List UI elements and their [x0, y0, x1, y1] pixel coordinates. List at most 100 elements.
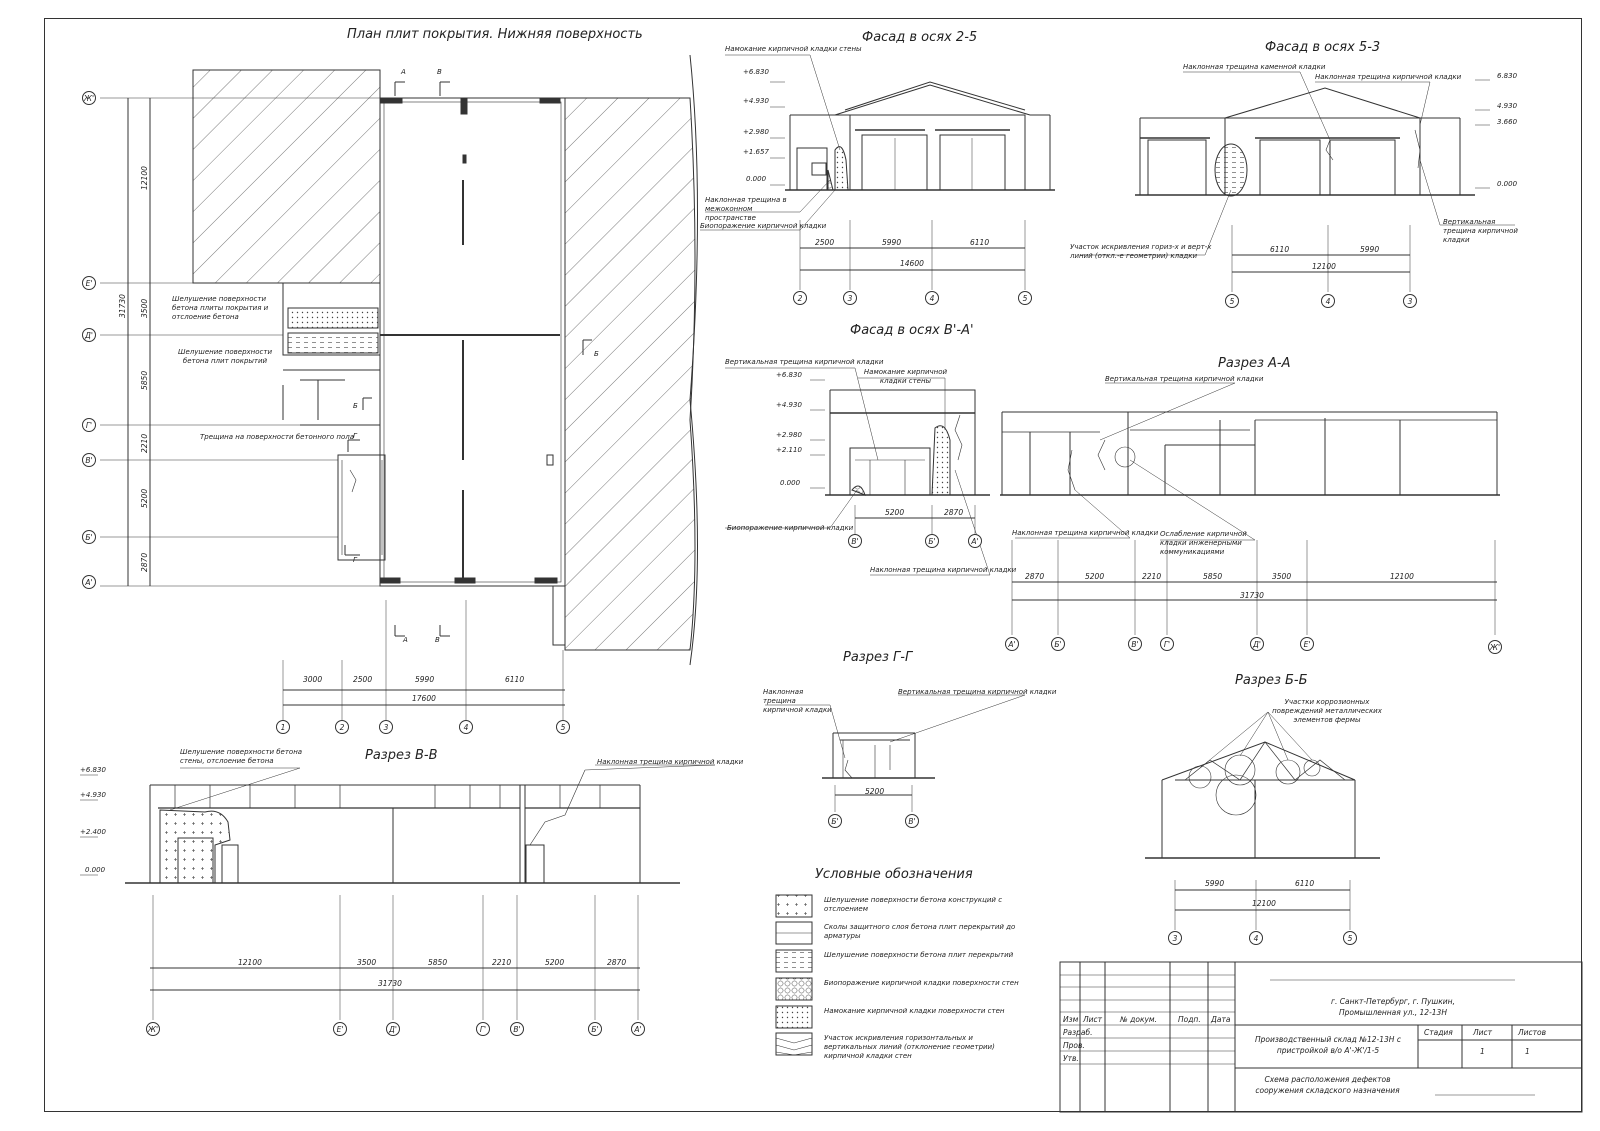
stamp-object: Производственный склад №12-13Н с пристро… — [1255, 1035, 1401, 1055]
plan-dim-col-3: 5990 — [415, 675, 435, 684]
vv-axis-zh: Ж' — [146, 1022, 160, 1036]
stamp-sheet-title: Схема расположения дефектов сооружения с… — [1255, 1075, 1400, 1095]
stamp-header-doc: № докум. — [1120, 1015, 1157, 1024]
f53-dim-1: 6110 — [1270, 245, 1290, 254]
stamp-address: г. Санкт-Петербург, г. Пушкин, Промышлен… — [1331, 997, 1455, 1017]
section-v-v-title: Разрез В-В — [365, 748, 438, 763]
stamp-header-date: Дата — [1211, 1015, 1231, 1024]
bb-dim-1: 5990 — [1205, 879, 1225, 888]
fva-axis-a: А' — [968, 534, 982, 548]
plan-label-crack-floor: Трещина на поверхности бетонного пола — [200, 433, 355, 441]
vv-level-1: +6.830 — [80, 766, 106, 774]
plan-dim-col-1: 3000 — [303, 675, 323, 684]
plan-axis-1: 1 — [276, 720, 290, 734]
vv-dim-2: 3500 — [357, 958, 377, 967]
plan-axis-zh: Ж' — [82, 91, 96, 105]
plan-cut-g-bottom: Г — [353, 556, 357, 564]
f53-label-crack-brick: Наклонная трещина кирпичной кладки — [1315, 73, 1462, 81]
aa-label-weak: Ослабление кирпичной кладки инженерными … — [1160, 530, 1247, 556]
legend-title: Условные обозначения — [815, 867, 973, 882]
stamp-header-sign: Подп. — [1178, 1015, 1201, 1024]
aa-dim-total: 31730 — [1240, 591, 1264, 600]
fva-axis-b: Б' — [925, 534, 939, 548]
facade-5-3-title: Фасад в осях 5-3 — [1265, 40, 1381, 55]
plan-dim-row-total: 31730 — [118, 294, 127, 318]
facade-v-a-title: Фасад в осях В'-А' — [850, 323, 974, 338]
vv-label-incl: Наклонная трещина кирпичной кладки — [597, 758, 744, 766]
plan-dim-row-1: 12100 — [140, 166, 149, 190]
aa-label-vert: Вертикальная трещина кирпичной кладки — [1105, 375, 1264, 383]
aa-dim-5: 3500 — [1272, 572, 1292, 581]
plan-axis-3: 3 — [379, 720, 393, 734]
plan-cut-g-top: Г — [353, 432, 357, 440]
fva-label-soak: Намокание кирпичной кладки стены — [863, 368, 948, 385]
drawing-frame — [44, 18, 1582, 1112]
f25-dim-1: 2500 — [815, 238, 835, 247]
legend-item-4: Биопоражение кирпичной кладки поверхност… — [824, 979, 1019, 987]
plan-dim-row-3: 5850 — [140, 370, 149, 390]
plan-axis-2: 2 — [335, 720, 349, 734]
gg-label-vert: Вертикальная трещина кирпичной кладки — [898, 688, 1057, 696]
bb-label-corr: Участки коррозионных повреждений металли… — [1272, 698, 1382, 724]
vv-dim-5: 5200 — [545, 958, 565, 967]
facade-2-5-title: Фасад в осях 2-5 — [862, 30, 978, 45]
fva-axis-v: В' — [848, 534, 862, 548]
plan-axis-5: 5 — [556, 720, 570, 734]
vv-dim-total: 31730 — [378, 979, 402, 988]
f25-level-1: +6.830 — [743, 68, 769, 76]
section-a-a-title: Разрез А-А — [1218, 356, 1291, 371]
stamp-header-izm: Изм — [1063, 1015, 1079, 1024]
plan-cut-a-bottom: А — [403, 636, 408, 644]
fva-level-2: +4.930 — [776, 401, 802, 409]
plan-dim-row-4: 2210 — [140, 433, 149, 453]
legend-item-2: Сколы защитного слоя бетона плит перекры… — [824, 923, 1016, 940]
plan-dim-row-5: 5200 — [140, 488, 149, 508]
vv-dim-3: 5850 — [428, 958, 448, 967]
f25-label-soak: Намокание кирпичной кладки стены — [725, 45, 862, 53]
f25-axis-3: 3 — [843, 291, 857, 305]
plan-cut-b-left: Б — [353, 402, 358, 410]
f53-label-bend: Участок искривления гориз-х и верт-х лин… — [1070, 243, 1212, 260]
f25-dim-total: 14600 — [900, 259, 924, 268]
fva-label-vert: Вертикальная трещина кирпичной кладки — [725, 358, 884, 366]
plan-cut-v-bottom: В — [435, 636, 440, 644]
f53-axis-3: 3 — [1403, 294, 1417, 308]
aa-axis-zh: Ж' — [1488, 640, 1502, 654]
vv-axis-v: В' — [510, 1022, 524, 1036]
bb-dim-total: 12100 — [1252, 899, 1276, 908]
aa-dim-3: 2210 — [1142, 572, 1162, 581]
f53-axis-5: 5 — [1225, 294, 1239, 308]
aa-axis-g: Г' — [1160, 637, 1174, 651]
plan-axis-a: А' — [82, 575, 96, 589]
gg-dim: 5200 — [865, 787, 885, 796]
stamp-role-dev: Разраб. — [1063, 1028, 1093, 1037]
f53-label-crack-stone: Наклонная трещина каменной кладки — [1183, 63, 1326, 71]
stamp-header-list: Лист — [1083, 1015, 1103, 1024]
f53-dim-2: 5990 — [1360, 245, 1380, 254]
stamp-sheet-number: 1 — [1480, 1047, 1485, 1056]
plan-dim-row-6: 2870 — [140, 552, 149, 572]
f53-dim-total: 12100 — [1312, 262, 1336, 271]
bb-axis-4: 4 — [1249, 931, 1263, 945]
fva-dim-1: 5200 — [885, 508, 905, 517]
fva-level-5: 0.000 — [780, 479, 801, 487]
aa-dim-2: 5200 — [1085, 572, 1105, 581]
f25-level-4: +1.657 — [743, 148, 769, 156]
aa-label-incl: Наклонная трещина кирпичной кладки — [1012, 529, 1159, 537]
plan-axis-v: В' — [82, 453, 96, 467]
f25-label-bio: Биопоражение кирпичной кладки — [700, 222, 827, 230]
f25-level-3: +2.980 — [743, 128, 769, 136]
f25-axis-4: 4 — [925, 291, 939, 305]
gg-axis-v: В' — [905, 814, 919, 828]
vv-label-peel: Шелушение поверхности бетона стены, отсл… — [180, 748, 303, 765]
aa-dim-6: 12100 — [1390, 572, 1414, 581]
plan-cut-b-right: Б — [594, 350, 599, 358]
fva-level-1: +6.830 — [776, 371, 802, 379]
plan-dim-col-2: 2500 — [353, 675, 373, 684]
f53-axis-4: 4 — [1321, 294, 1335, 308]
f25-level-5: 0.000 — [746, 175, 767, 183]
f25-dim-2: 5990 — [882, 238, 902, 247]
vv-level-2: +4.930 — [80, 791, 106, 799]
fva-label-incl: Наклонная трещина кирпичной кладки — [870, 566, 1017, 574]
section-g-g-title: Разрез Г-Г — [843, 650, 913, 665]
